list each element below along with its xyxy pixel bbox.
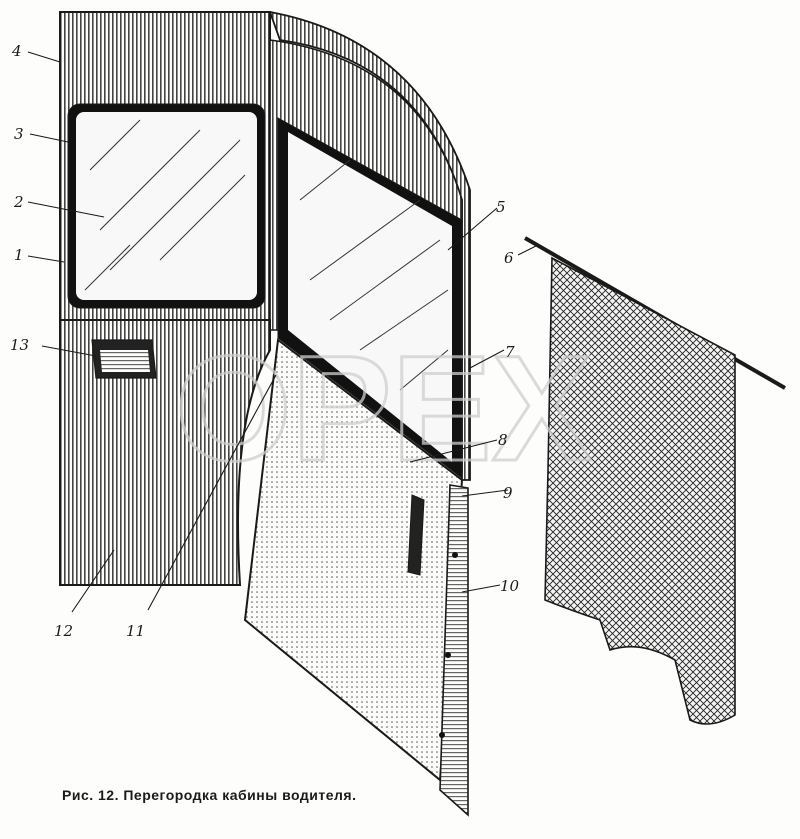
callout-2: 2 — [13, 193, 24, 211]
callout-1: 1 — [14, 246, 24, 264]
callout-9: 9 — [503, 484, 513, 502]
callout-6: 6 — [504, 249, 514, 267]
curtain — [544, 256, 736, 725]
watermark: OPEX — [175, 324, 592, 492]
callout-13: 13 — [10, 336, 29, 354]
door-glass-reflections — [299, 159, 449, 391]
callout-4: 4 — [11, 42, 22, 60]
left-window-glass — [76, 112, 257, 300]
callouts: 1 2 3 4 5 6 7 8 9 10 11 12 13 — [10, 42, 520, 640]
callout-12: 12 — [54, 622, 73, 640]
figure-caption: Рис. 12. Перегородка кабины водителя. — [62, 787, 356, 803]
roof-curve-panel — [268, 10, 471, 481]
callout-7: 7 — [505, 343, 515, 361]
callout-11: 11 — [126, 622, 145, 640]
callout-3: 3 — [14, 125, 24, 143]
door-handle — [407, 494, 425, 576]
callout-10: 10 — [500, 577, 520, 595]
lower-panel — [59, 319, 271, 586]
door-window-glass — [288, 132, 452, 462]
callout-5: 5 — [496, 198, 506, 216]
door-post — [439, 484, 469, 817]
callout-8: 8 — [498, 431, 508, 449]
left-glass-reflections — [84, 119, 246, 291]
leader-lines — [27, 51, 539, 613]
